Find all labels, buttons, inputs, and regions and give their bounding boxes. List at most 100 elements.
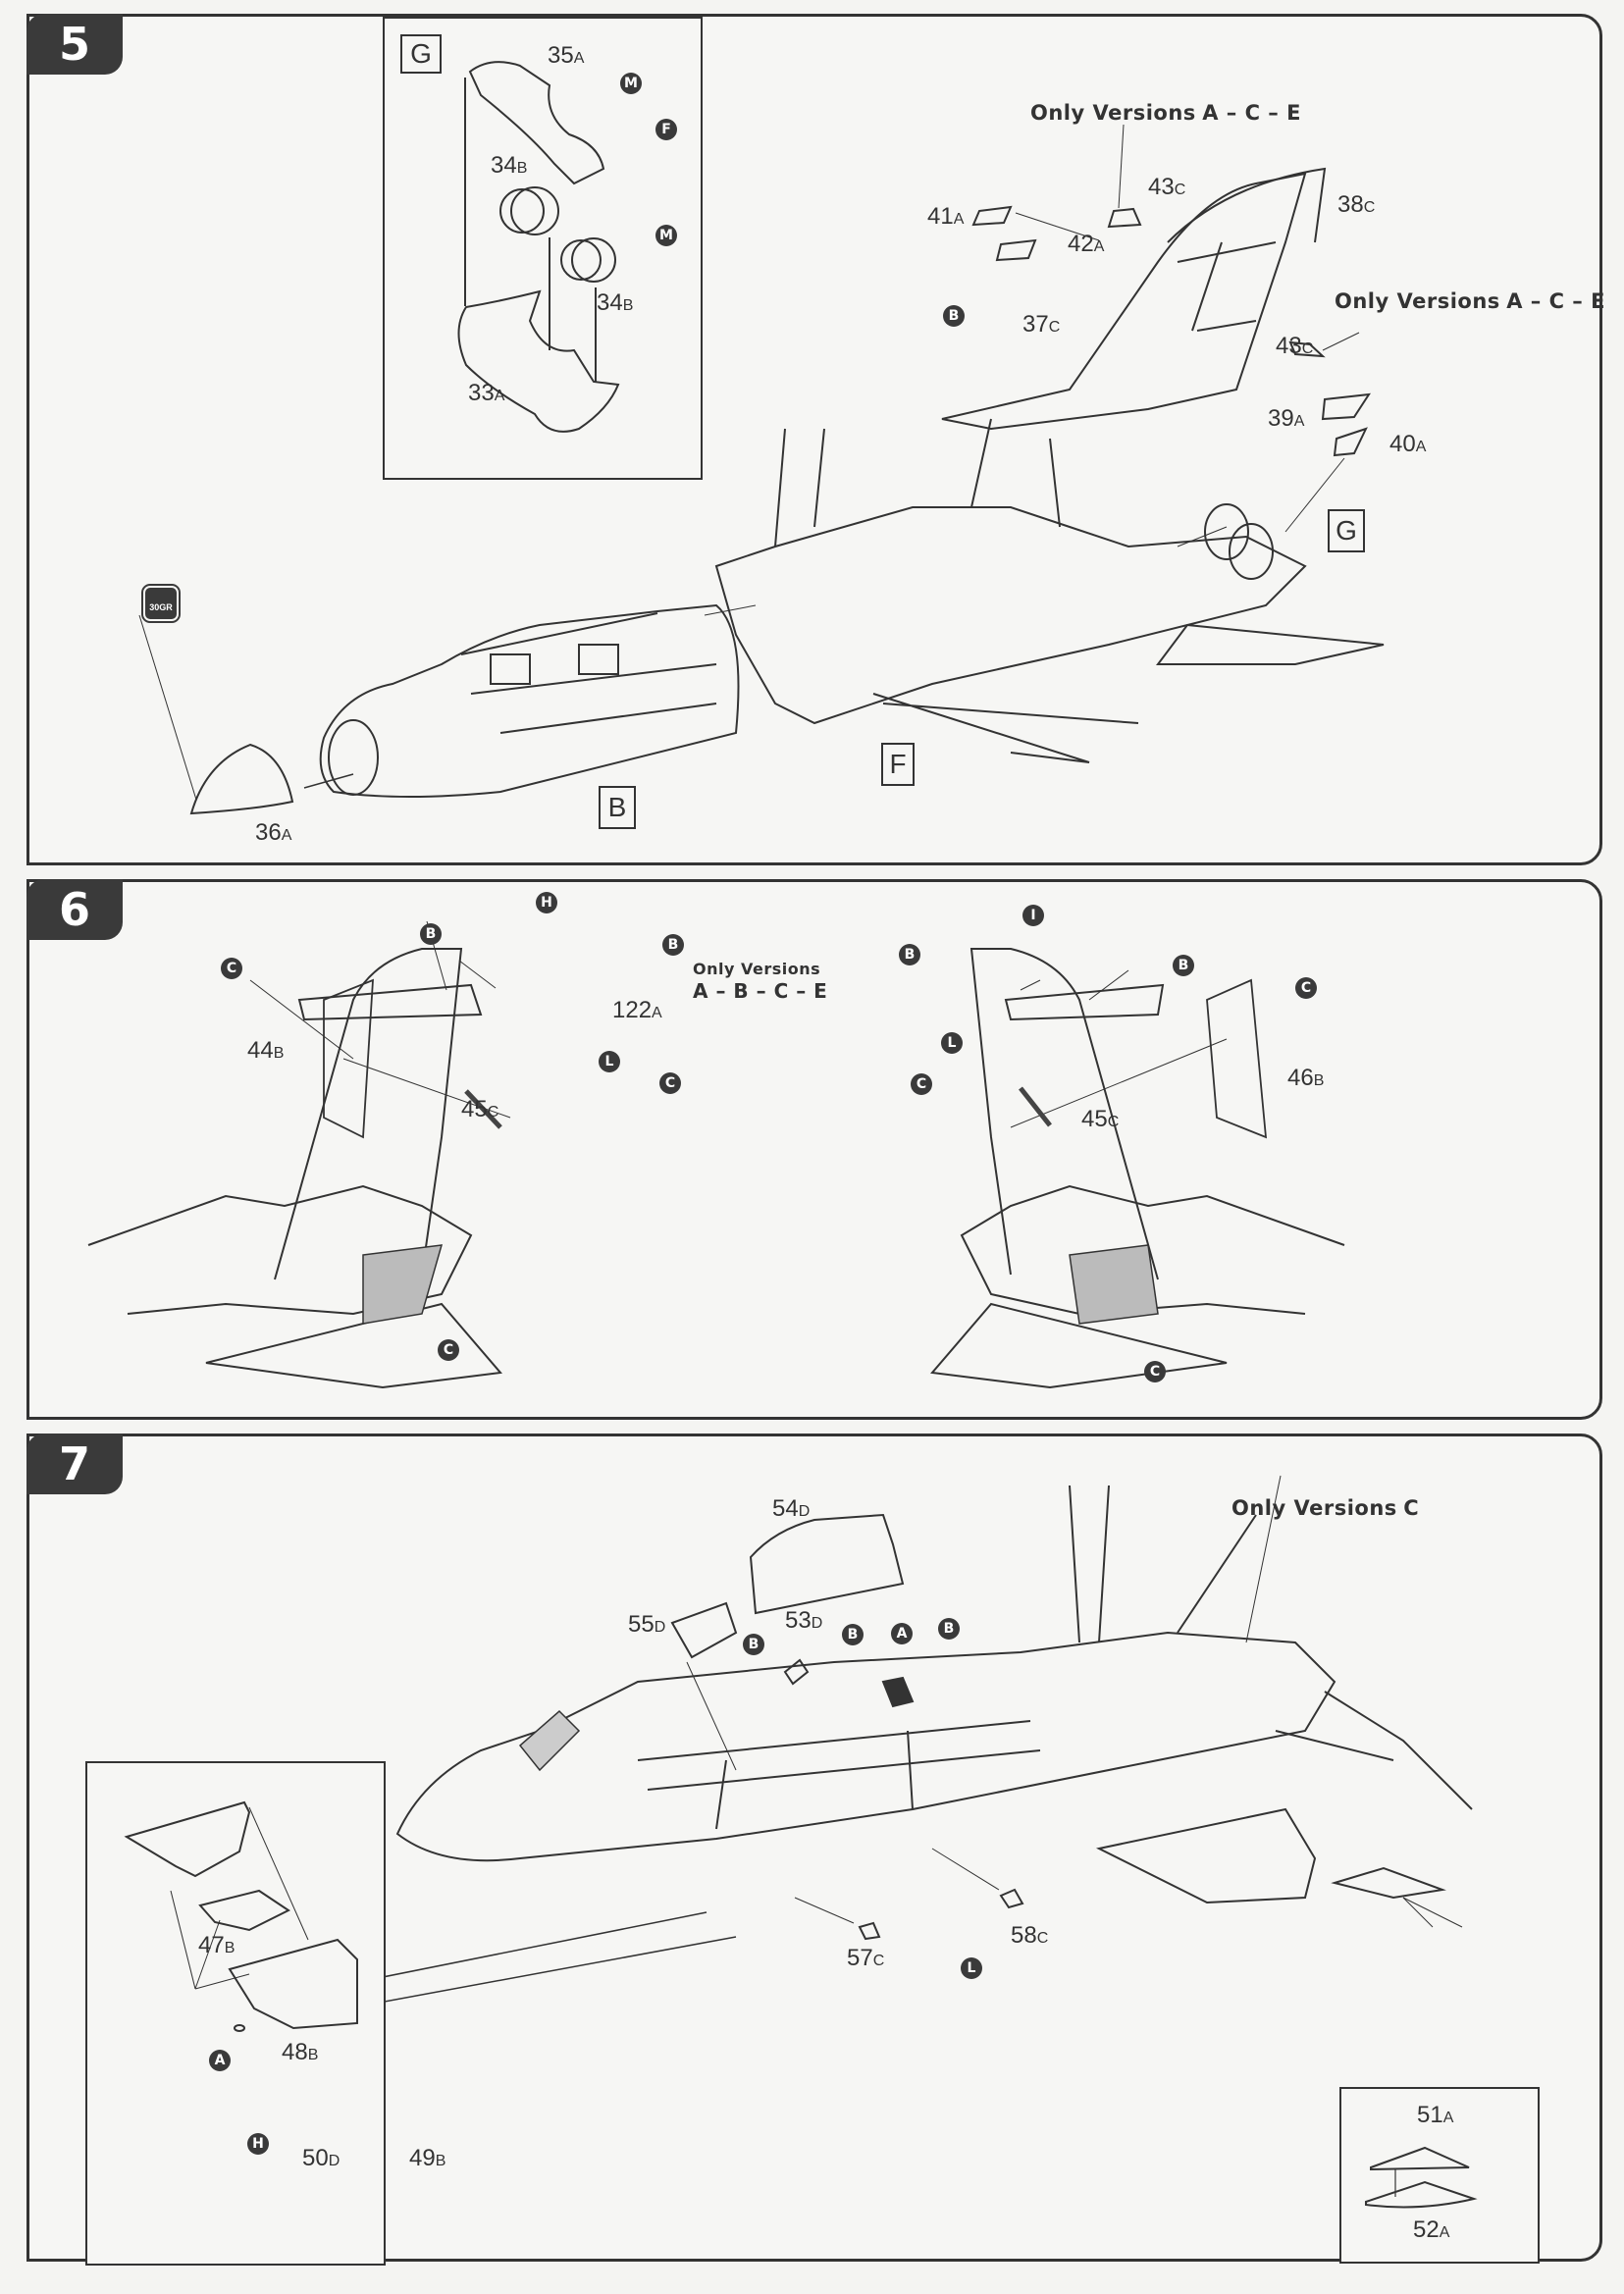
- part-number: 42: [1068, 231, 1094, 257]
- part-sprue-letter: C: [1301, 340, 1314, 357]
- note-prefix: Only Versions: [1231, 1496, 1397, 1520]
- part-51-drawing: [1331, 1866, 1446, 1900]
- part-sprue-letter: A: [1415, 439, 1427, 455]
- part-label-37: 37C: [1022, 311, 1060, 339]
- step-7-panel: 7: [26, 1434, 1602, 2266]
- note-versions: A – C – E: [1506, 289, 1605, 313]
- step-number-badge: 5: [26, 14, 123, 75]
- step-6-drawing: [87, 920, 1345, 1389]
- right-stabilizer-drawing: [930, 1302, 1228, 1389]
- part-sprue-letter: A: [953, 211, 965, 228]
- part-number: 45: [461, 1096, 488, 1122]
- note-prefix: Only Versions: [693, 960, 821, 978]
- fuselage-drawing: [395, 1631, 1336, 1862]
- part-number: 37: [1022, 311, 1049, 338]
- note-versions: A – C – E: [1202, 101, 1301, 125]
- part-label-46: 46B: [1287, 1065, 1324, 1092]
- part-label-43: 43C: [1148, 174, 1185, 201]
- part-number: 51: [1417, 2102, 1443, 2128]
- part-label-122: 122A: [612, 997, 662, 1024]
- paint-callout: C: [1295, 977, 1317, 999]
- part-48-drawing: [198, 1889, 290, 1932]
- part-number: 46: [1287, 1065, 1314, 1091]
- part-number: 40: [1389, 431, 1416, 457]
- part-sprue-letter: B: [273, 1045, 285, 1062]
- paint-callout: I: [1022, 905, 1044, 926]
- part-label-39: 39A: [1268, 405, 1304, 433]
- part-label-57: 57C: [847, 1945, 884, 1972]
- part-number: 48: [282, 2039, 308, 2065]
- step-number-badge: 6: [26, 879, 123, 940]
- part-number: 55: [628, 1611, 655, 1638]
- part-39-drawing: [1321, 392, 1371, 421]
- paint-callout-f: F: [655, 119, 677, 140]
- part-sprue-letter: C: [1174, 182, 1186, 198]
- fairing-subassembly-inset: [1339, 2087, 1540, 2264]
- part-label-36: 36A: [255, 819, 291, 847]
- part-sprue-letter: A: [1093, 238, 1105, 255]
- part-label-54: 54D: [772, 1495, 810, 1523]
- part-number: 39: [1268, 405, 1294, 432]
- paint-callout: C: [659, 1072, 681, 1094]
- paint-callout: C: [1144, 1361, 1166, 1382]
- part-label-48: 48B: [282, 2039, 318, 2066]
- part-40-drawing: [1333, 427, 1368, 457]
- note-prefix: Only Versions: [1030, 101, 1196, 125]
- part-number: 50: [302, 2145, 329, 2171]
- part-label-51: 51A: [1417, 2102, 1453, 2129]
- paint-callout: B: [899, 944, 920, 965]
- part-42-drawing: [995, 238, 1037, 262]
- part-number: 36: [255, 819, 282, 846]
- part-sprue-letter: C: [1107, 1114, 1120, 1130]
- versions-note: Only Versions C: [1231, 1496, 1419, 1520]
- part-number: 49: [409, 2145, 436, 2171]
- part-label-52: 52A: [1413, 2216, 1449, 2244]
- part-sprue-letter: D: [654, 1619, 666, 1636]
- paint-callout: B: [420, 923, 442, 945]
- part-33-drawing: [457, 289, 620, 433]
- part-label-45: 45C: [461, 1096, 498, 1123]
- part-sprue-letter: B: [224, 1940, 236, 1956]
- part-label-42: 42A: [1068, 231, 1104, 258]
- part-label-45: 45C: [1081, 1106, 1119, 1133]
- left-fin-drawing: [274, 948, 463, 1280]
- subassembly-letter-box: G: [400, 34, 442, 74]
- left-rudder-44: [323, 978, 374, 1139]
- note-versions: A – B – C – E: [693, 979, 828, 1003]
- stabilizer-subassembly-inset: [85, 1761, 386, 2266]
- paint-callout: B: [842, 1624, 864, 1645]
- part-sprue-letter: C: [872, 1953, 885, 1969]
- step-5-panel: 5 G: [26, 14, 1605, 865]
- paint-callout: H: [247, 2133, 269, 2155]
- part-sprue-letter: A: [652, 1005, 662, 1021]
- nose-cone-drawing: [189, 743, 294, 815]
- paint-callout: A: [891, 1623, 913, 1644]
- part-35-drawing: [468, 61, 605, 185]
- assembly-letter-g: G: [1328, 509, 1365, 552]
- part-number: 54: [772, 1495, 799, 1522]
- part-label-38: 38C: [1337, 191, 1375, 219]
- part-label-58: 58C: [1011, 1922, 1048, 1950]
- part-label-40: 40A: [1389, 431, 1426, 458]
- part-number: 44: [247, 1037, 274, 1064]
- part-34-drawing: [560, 239, 602, 281]
- part-34-drawing: [499, 188, 545, 234]
- part-58-drawing: [999, 1888, 1024, 1909]
- part-number: 122: [612, 997, 653, 1023]
- part-51-inset-drawing: [1370, 2146, 1470, 2171]
- part-label-35: 35A: [548, 42, 584, 70]
- part-50-drawing: [234, 2024, 245, 2032]
- part-number: 34: [597, 289, 623, 316]
- front-canopy-55: [670, 1601, 738, 1659]
- part-sprue-letter: A: [1439, 2224, 1450, 2241]
- part-52-inset-drawing: [1365, 2180, 1478, 2209]
- step-5-drawing: [138, 61, 1385, 815]
- part-label-34: 34B: [597, 289, 633, 317]
- exhaust-subassembly-inset: [383, 17, 703, 480]
- part-number: 52: [1413, 2216, 1440, 2243]
- versions-note: Only Versions A – C – E: [1030, 101, 1301, 125]
- part-sprue-letter: A: [281, 827, 292, 844]
- paint-callout: B: [743, 1634, 764, 1655]
- part-number: 43: [1276, 333, 1302, 359]
